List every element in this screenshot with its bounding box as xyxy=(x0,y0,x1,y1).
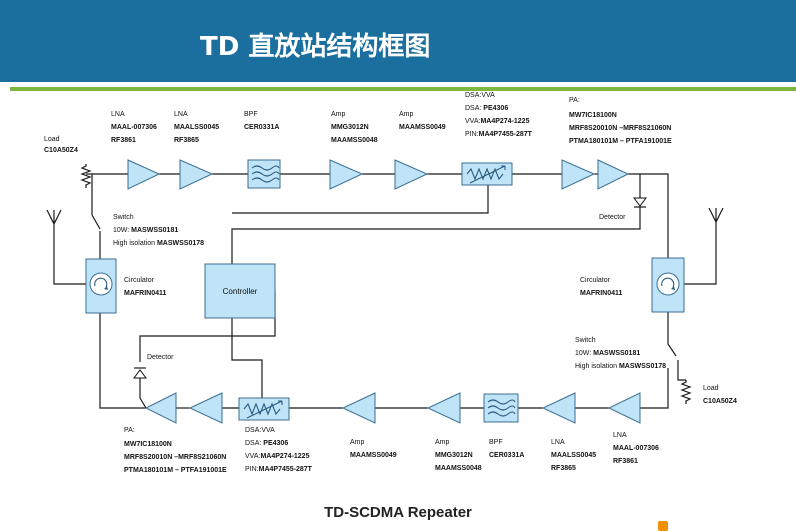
page-title: TD 直放站结构框图 xyxy=(200,32,431,62)
top-lna1-part2: RF3861 xyxy=(111,137,136,144)
top-circulator-part: MAFRIN0411 xyxy=(124,290,167,297)
bottom-pa-part1: MW7IC18100N xyxy=(124,441,172,448)
bottom-lna1-part2: RF3861 xyxy=(613,458,638,465)
bottom-amp2-triangle xyxy=(426,392,461,424)
signal-wires xyxy=(53,173,717,409)
top-bpf-box xyxy=(247,159,281,189)
bottom-amp2-title: Amp xyxy=(435,439,450,446)
bottom-lna1-title: LNA xyxy=(613,432,627,439)
bottom-pa-triangle xyxy=(144,392,177,424)
top-pa-part3: PTMA180101M – PTFA191001E xyxy=(569,138,672,145)
bottom-amp2-part1: MMG3012N xyxy=(435,452,473,459)
bottom-load-title: Load xyxy=(703,385,719,392)
top-pa-part1: MW7IC18100N xyxy=(569,112,617,119)
top-load-title: Load xyxy=(44,136,60,143)
top-lna2-title: LNA xyxy=(174,111,188,118)
diagram-caption: TD-SCDMA Repeater xyxy=(324,504,472,521)
controller-label: Controller xyxy=(223,287,258,296)
bottom-load-part: C10A50Z4 xyxy=(703,398,737,405)
top-lna1-title: LNA xyxy=(111,111,125,118)
top-detector-label: Detector xyxy=(599,214,626,221)
top-dsa-line2: VVA:MA4P274-1225 xyxy=(465,118,530,125)
top-bpf-title: BPF xyxy=(244,111,258,118)
top-switch-line1: 10W: MASWSS0181 xyxy=(113,227,178,234)
top-pa-part2: MRF8S20010N –MRF8S21060N xyxy=(569,125,671,132)
bottom-dsa-line3: PIN:MA4P7455-287T xyxy=(245,466,313,473)
right-circulator-part: MAFRIN0411 xyxy=(580,290,623,297)
top-dsa-title: DSA:VVA xyxy=(465,92,495,99)
top-dsa-line1: DSA: PE4306 xyxy=(465,105,508,112)
top-bpf-part1: CER0331A xyxy=(244,124,279,131)
top-dsa-line3: PIN:MA4P7455-287T xyxy=(465,131,533,138)
bottom-bpf-box xyxy=(483,393,519,423)
bottom-lna2-title: LNA xyxy=(551,439,565,446)
top-antenna-icon xyxy=(46,209,62,226)
bottom-lna2-part1: MAALSS0045 xyxy=(551,452,596,459)
top-switch-title: Switch xyxy=(113,214,134,221)
bottom-dsa-line2: VVA:MA4P274-1225 xyxy=(245,453,310,460)
top-load-resistor xyxy=(80,164,92,188)
bottom-lna1-part1: MAAL-007306 xyxy=(613,445,659,452)
bottom-bpf-title: BPF xyxy=(489,439,503,446)
bottom-lna1-triangle xyxy=(607,392,641,424)
bottom-amp2-part2: MAAMSS0048 xyxy=(435,465,482,472)
bottom-pa-part2: MRF8S20010N –MRF8S21060N xyxy=(124,454,226,461)
top-pa-driver-triangle xyxy=(561,159,596,190)
right-circulator xyxy=(651,257,685,313)
bottom-bpf-part1: CER0331A xyxy=(489,452,524,459)
bottom-lna2-triangle xyxy=(541,392,576,424)
top-lna2-part2: RF3865 xyxy=(174,137,199,144)
wire-load-switch xyxy=(86,173,93,215)
top-circulator-title: Circulator xyxy=(124,277,155,284)
top-amp1-part2: MAAMSS0048 xyxy=(331,137,378,144)
corner-logo-mark xyxy=(658,521,668,531)
bottom-amp1-triangle xyxy=(341,392,376,424)
bottom-detector-diode xyxy=(133,367,147,379)
top-attenuator-box xyxy=(461,162,513,186)
bottom-pa-title: PA: xyxy=(124,427,135,434)
bottom-attenuator-box xyxy=(238,397,290,421)
accent-bar xyxy=(10,87,796,91)
top-lna2-triangle xyxy=(179,159,214,190)
top-lna2-part1: MAALSS0045 xyxy=(174,124,219,131)
right-circulator-title: Circulator xyxy=(580,277,611,284)
bottom-switch-title: Switch xyxy=(575,337,596,344)
wire-top-detector-controller xyxy=(231,196,641,264)
right-antenna-icon xyxy=(708,207,724,224)
top-detector-diode xyxy=(633,174,647,208)
top-pa-triangle xyxy=(597,159,630,190)
top-circulator xyxy=(85,258,117,314)
top-lna1-triangle xyxy=(127,159,161,190)
top-amp1-part1: MMG3012N xyxy=(331,124,369,131)
controller-box xyxy=(204,263,276,319)
bottom-switch-line2: High isolation MASWSS0178 xyxy=(575,363,666,370)
bottom-dsa-title: DSA:VVA xyxy=(245,427,275,434)
bottom-load-resistor xyxy=(680,380,692,404)
top-amp2-part1: MAAMSS0049 xyxy=(399,124,446,131)
bottom-lna2-part2: RF3865 xyxy=(551,465,576,472)
top-amp2-triangle xyxy=(394,159,429,190)
top-pa-title: PA: xyxy=(569,97,580,104)
top-load-part: C10A50Z4 xyxy=(44,147,78,154)
top-lna1-part1: MAAL-007306 xyxy=(111,124,157,131)
bottom-pa-part3: PTMA180101M – PTFA191001E xyxy=(124,467,227,474)
bottom-switch-line1: 10W: MASWSS0181 xyxy=(575,350,640,357)
header-banner: TD 直放站结构框图 xyxy=(0,0,796,82)
bottom-amp1-title: Amp xyxy=(350,439,365,446)
top-amp1-title: Amp xyxy=(331,111,346,118)
top-switch-line2: High isolation MASWSS0178 xyxy=(113,240,204,247)
bottom-amp1-part1: MAAMSS0049 xyxy=(350,452,397,459)
top-amp2-title: Amp xyxy=(399,111,414,118)
bottom-detector-label: Detector xyxy=(147,354,174,361)
top-amp1-triangle xyxy=(329,159,364,190)
bottom-dsa-line1: DSA: PE4306 xyxy=(245,440,288,447)
bottom-pa-driver-triangle xyxy=(188,392,223,424)
